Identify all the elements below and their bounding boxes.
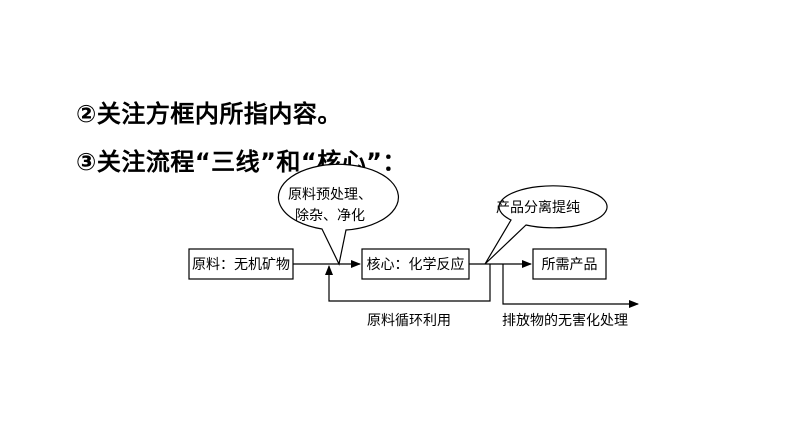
pretreatment-line2: 除杂、净化	[295, 208, 365, 224]
recycle-label: 原料循环利用	[367, 313, 451, 329]
separation-label: 产品分离提纯	[496, 199, 580, 216]
product-box	[532, 248, 607, 280]
waste-label: 排放物的无害化处理	[502, 313, 628, 329]
separation-bubble	[484, 185, 608, 265]
core-reaction-label: 核心：化学反应	[367, 256, 465, 273]
pretreatment-line1: 原料预处理、	[288, 187, 372, 203]
waste-discharge-arrow	[502, 264, 639, 308]
heading-focus-box: ②关注方框内所指内容。	[76, 100, 342, 128]
raw-material-box	[188, 248, 294, 280]
product-label: 所需产品	[542, 257, 598, 273]
recycle-loop-arrow	[325, 264, 491, 302]
raw-material-label: 原料：无机矿物	[192, 257, 290, 273]
pretreatment-bubble	[277, 163, 399, 266]
